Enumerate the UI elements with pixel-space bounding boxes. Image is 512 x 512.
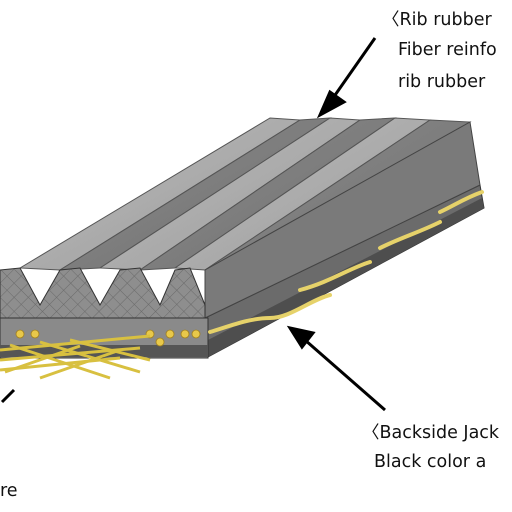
rib-cross-section — [0, 267, 209, 359]
backside-label-line2: Black color a — [374, 452, 487, 472]
rib-rubber-label-line3: rib rubber — [398, 72, 486, 92]
cord-section — [15, 329, 201, 347]
cord-strands — [208, 190, 484, 334]
cord-braid — [0, 334, 151, 380]
cord-label-line1: re — [0, 481, 18, 501]
rib-rubber-label-line2: Fiber reinfo — [398, 40, 497, 60]
rib-rubber-label-line1: 〈Rib rubber — [382, 10, 492, 30]
rib-ridges — [18, 117, 481, 319]
callout-arrows — [0, 37, 386, 412]
backside-label-line1: 〈Backside Jack — [362, 423, 500, 443]
